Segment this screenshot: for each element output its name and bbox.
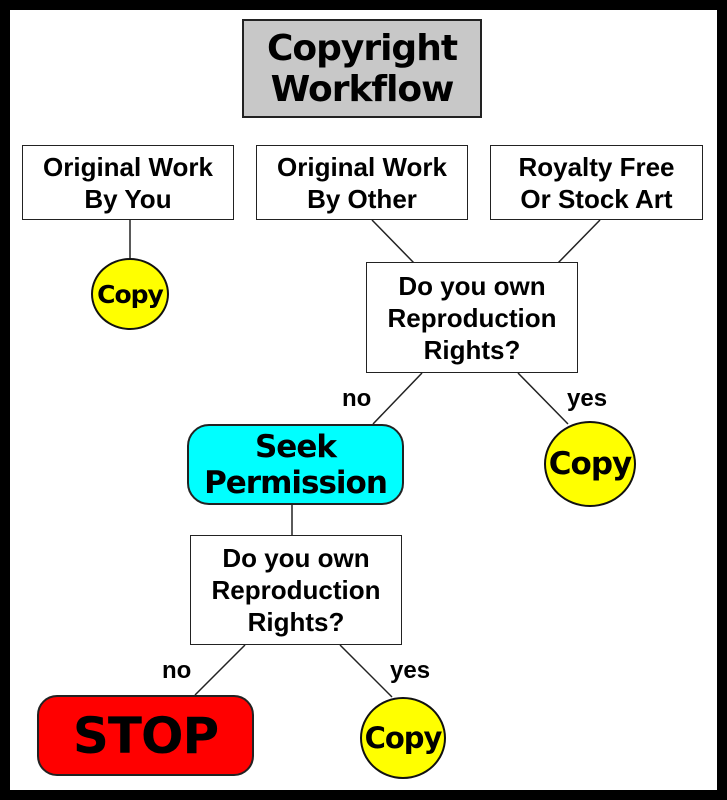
node-copy-2: Copy bbox=[544, 421, 636, 507]
node-question-reproduction-rights-1: Do you own Reproduction Rights? bbox=[366, 262, 578, 373]
connector-byother-question1 bbox=[371, 219, 415, 264]
connector-question2-no bbox=[194, 644, 246, 696]
connector-question1-no bbox=[372, 372, 423, 425]
node-copy-1: Copy bbox=[91, 258, 169, 330]
node-seek-permission: Seek Permission bbox=[187, 424, 404, 505]
flowchart-frame bbox=[10, 10, 717, 790]
edge-label-no-1: no bbox=[342, 385, 372, 412]
node-copy-3: Copy bbox=[360, 697, 446, 779]
edge-label-no-2: no bbox=[162, 657, 192, 684]
edge-label-yes-1: yes bbox=[567, 385, 608, 412]
node-original-work-by-you: Original Work By You bbox=[22, 145, 234, 220]
node-original-work-by-other: Original Work By Other bbox=[256, 145, 468, 220]
edge-label-yes-2: yes bbox=[390, 657, 431, 684]
node-question-reproduction-rights-2: Do you own Reproduction Rights? bbox=[190, 535, 402, 645]
connector-question2-yes bbox=[339, 644, 393, 698]
diagram-title: Copyright Workflow bbox=[242, 19, 482, 118]
connector-question1-yes bbox=[517, 372, 569, 425]
node-stop: STOP bbox=[37, 695, 254, 776]
connector-royalty-question1 bbox=[557, 219, 601, 264]
node-royalty-free-stock-art: Royalty Free Or Stock Art bbox=[490, 145, 703, 220]
